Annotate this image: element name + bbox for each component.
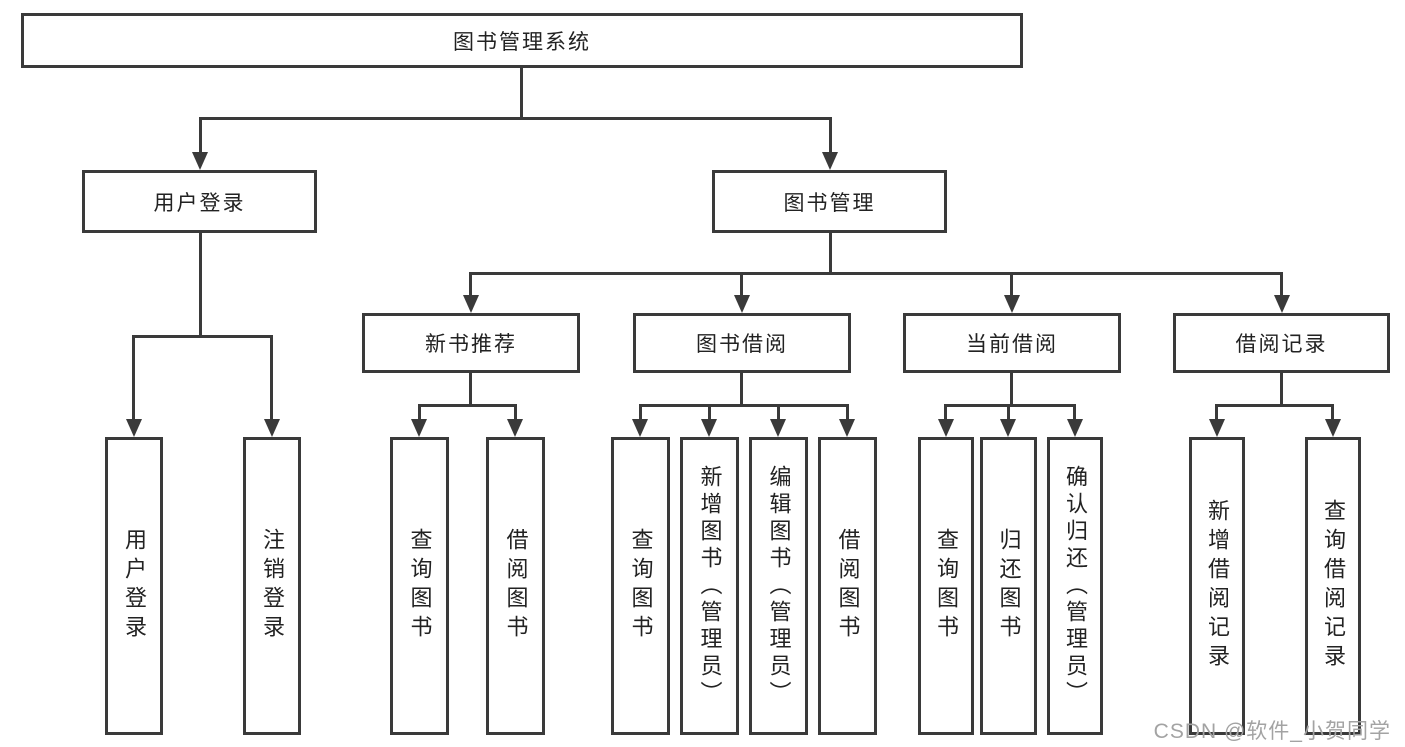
leaf-borrow-books-1: 借阅图书 bbox=[486, 437, 545, 735]
node-new-book-recommend-label: 新书推荐 bbox=[425, 333, 517, 356]
connector-leaf bbox=[1007, 404, 1010, 421]
connector-leaf bbox=[1215, 404, 1218, 421]
connector-current-borrow-stem bbox=[1010, 373, 1013, 407]
arrow-down-icon bbox=[1209, 419, 1225, 437]
connector-new-book-stem bbox=[469, 373, 472, 407]
arrow-down-icon bbox=[507, 419, 523, 437]
connector-borrow-records-branch bbox=[1215, 404, 1334, 407]
connector-root-stem bbox=[520, 68, 523, 118]
arrow-down-icon bbox=[411, 419, 427, 437]
connector-to-user-login bbox=[199, 117, 202, 154]
leaf-query-books-1: 查询图书 bbox=[390, 437, 449, 735]
connector-leaf bbox=[418, 404, 421, 421]
leaf-query-books-1-label: 查询图书 bbox=[407, 528, 433, 644]
arrow-down-icon bbox=[463, 295, 479, 313]
connector-leaf bbox=[514, 404, 517, 421]
connector-borrow-records-stem bbox=[1280, 373, 1283, 407]
leaf-edit-book-admin: 编辑图书（管理员） bbox=[749, 437, 808, 735]
node-book-borrowing-label: 图书借阅 bbox=[696, 333, 788, 356]
leaf-query-books-2: 查询图书 bbox=[611, 437, 670, 735]
node-root: 图书管理系统 bbox=[21, 13, 1023, 68]
node-root-label: 图书管理系统 bbox=[453, 30, 591, 54]
connector-to-leaf-logout bbox=[270, 335, 273, 421]
node-borrow-records-label: 借阅记录 bbox=[1235, 333, 1328, 356]
leaf-borrow-books-1-label: 借阅图书 bbox=[503, 528, 529, 644]
connector-user-login-stem bbox=[199, 233, 202, 337]
leaf-return-book: 归还图书 bbox=[980, 437, 1037, 735]
node-current-borrowing-label: 当前借阅 bbox=[966, 333, 1058, 356]
leaf-borrow-books-2: 借阅图书 bbox=[818, 437, 877, 735]
connector-current-borrow-branch bbox=[944, 404, 1076, 407]
leaf-user-login: 用户登录 bbox=[105, 437, 163, 735]
leaf-confirm-return-admin-label: 确认归还（管理员） bbox=[1063, 464, 1088, 708]
node-book-borrowing: 图书借阅 bbox=[633, 313, 851, 373]
arrow-down-icon bbox=[1274, 295, 1290, 313]
connector-to-borrow-records bbox=[1280, 272, 1283, 297]
arrow-down-icon bbox=[1000, 419, 1016, 437]
connector-book-borrow-stem bbox=[740, 373, 743, 407]
connector-book-borrow-branch bbox=[639, 404, 849, 407]
arrow-down-icon bbox=[1325, 419, 1341, 437]
leaf-add-borrow-record: 新增借阅记录 bbox=[1189, 437, 1245, 735]
leaf-confirm-return-admin: 确认归还（管理员） bbox=[1047, 437, 1103, 735]
node-user-login-label: 用户登录 bbox=[153, 191, 246, 215]
arrow-down-icon bbox=[192, 152, 208, 170]
leaf-add-book-admin: 新增图书（管理员） bbox=[680, 437, 739, 735]
arrow-down-icon bbox=[264, 419, 280, 437]
leaf-edit-book-admin-label: 编辑图书（管理员） bbox=[766, 464, 792, 708]
connector-to-new-book bbox=[469, 272, 472, 297]
arrow-down-icon bbox=[1004, 295, 1020, 313]
leaf-query-books-2-label: 查询图书 bbox=[628, 528, 654, 644]
leaf-logout: 注销登录 bbox=[243, 437, 301, 735]
leaf-query-books-3-label: 查询图书 bbox=[934, 528, 959, 644]
connector-leaf bbox=[777, 404, 780, 421]
leaf-add-book-admin-label: 新增图书（管理员） bbox=[697, 464, 723, 708]
leaf-user-login-label: 用户登录 bbox=[122, 528, 147, 644]
connector-to-book-borrow bbox=[740, 272, 743, 297]
connector-leaf bbox=[1073, 404, 1076, 421]
arrow-down-icon bbox=[822, 152, 838, 170]
leaf-return-book-label: 归还图书 bbox=[996, 528, 1022, 644]
arrow-down-icon bbox=[938, 419, 954, 437]
connector-user-login-branch bbox=[132, 335, 273, 338]
connector-leaf bbox=[639, 404, 642, 421]
connector-leaf bbox=[944, 404, 947, 421]
connector-book-mgmt-stem bbox=[829, 233, 832, 275]
leaf-logout-label: 注销登录 bbox=[260, 528, 285, 644]
node-new-book-recommend: 新书推荐 bbox=[362, 313, 580, 373]
connector-leaf bbox=[708, 404, 711, 421]
leaf-query-books-3: 查询图书 bbox=[918, 437, 974, 735]
connector-new-book-branch bbox=[418, 404, 517, 407]
node-borrow-records: 借阅记录 bbox=[1173, 313, 1390, 373]
csdn-watermark: CSDN @软件_小贺同学 bbox=[1153, 720, 1391, 743]
arrow-down-icon bbox=[734, 295, 750, 313]
connector-leaf bbox=[1331, 404, 1334, 421]
leaf-query-borrow-record-label: 查询借阅记录 bbox=[1321, 499, 1346, 673]
leaf-borrow-books-2-label: 借阅图书 bbox=[835, 528, 861, 644]
connector-root-branch bbox=[199, 117, 832, 120]
connector-to-current-borrow bbox=[1010, 272, 1013, 297]
arrow-down-icon bbox=[1067, 419, 1083, 437]
leaf-add-borrow-record-label: 新增借阅记录 bbox=[1205, 499, 1230, 673]
arrow-down-icon bbox=[839, 419, 855, 437]
connector-to-leaf-user-login bbox=[132, 335, 135, 421]
arrow-down-icon bbox=[632, 419, 648, 437]
connector-to-book-mgmt bbox=[829, 117, 832, 154]
arrow-down-icon bbox=[701, 419, 717, 437]
node-current-borrowing: 当前借阅 bbox=[903, 313, 1121, 373]
arrow-down-icon bbox=[770, 419, 786, 437]
connector-leaf bbox=[846, 404, 849, 421]
leaf-query-borrow-record: 查询借阅记录 bbox=[1305, 437, 1361, 735]
arrow-down-icon bbox=[126, 419, 142, 437]
connector-book-mgmt-branch bbox=[470, 272, 1283, 275]
node-book-management: 图书管理 bbox=[712, 170, 947, 233]
node-user-login: 用户登录 bbox=[82, 170, 317, 233]
node-book-management-label: 图书管理 bbox=[783, 191, 876, 215]
